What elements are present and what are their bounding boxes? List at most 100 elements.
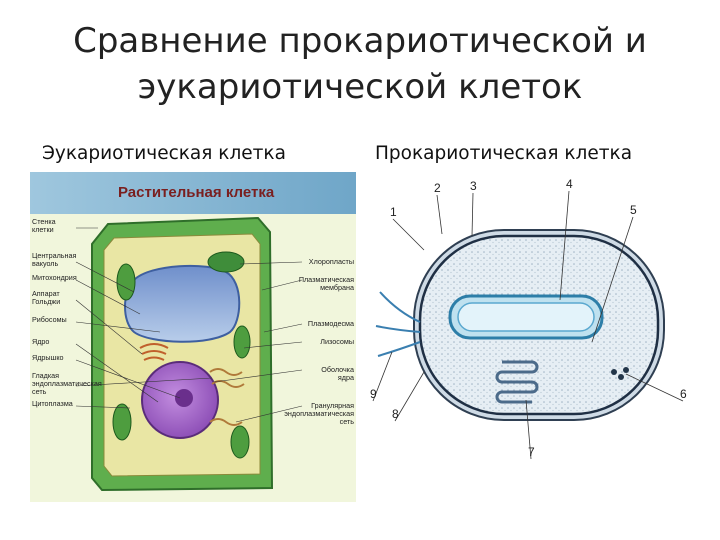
leader-line xyxy=(75,279,141,315)
chloroplast xyxy=(116,263,136,301)
callout-text: Лизосомы xyxy=(320,337,354,346)
callout-number: 9 xyxy=(370,387,377,401)
callout-label: Ядрышко xyxy=(32,353,181,399)
callout-text: Плазмодесма xyxy=(308,319,354,328)
number-label-group: 1 2 3 4 5 6 7 8 9 xyxy=(370,177,687,460)
ribosome xyxy=(623,367,629,373)
callout-text: Гранулярная xyxy=(311,401,354,410)
leader-line xyxy=(75,377,213,387)
slide-title-line-1: Сравнение прокариотической и xyxy=(73,21,647,61)
leader-line xyxy=(591,216,634,343)
mesosome xyxy=(495,360,539,404)
callout-text: Аппарат xyxy=(32,289,60,298)
number-callout: 7 xyxy=(525,399,535,460)
callout-text: Гладкая xyxy=(32,371,59,380)
golgi-apparatus xyxy=(139,343,169,361)
leader-line xyxy=(75,261,135,293)
callout-label: Плазмодесма xyxy=(263,319,354,333)
leader-line xyxy=(243,341,303,349)
banner-title: Растительная клетка xyxy=(118,184,275,201)
chloroplast xyxy=(230,425,250,459)
callout-number: 8 xyxy=(392,407,399,421)
number-callout: 5 xyxy=(591,203,637,343)
eukaryote-heading: Эукариотическая клетка xyxy=(42,143,286,164)
callout-text: мембрана xyxy=(320,283,354,292)
leader-line xyxy=(394,371,425,422)
callout-text: Ядро xyxy=(32,337,49,346)
bacterial-cell-illustration: 1 2 3 4 5 6 7 8 9 xyxy=(362,172,692,472)
leader-line xyxy=(75,405,131,409)
callout-number: 2 xyxy=(434,181,441,195)
callout-text: Цитоплазма xyxy=(32,399,73,408)
central-vacuole xyxy=(124,264,241,343)
slide-title: Сравнение прокариотической и эукариотиче… xyxy=(0,18,720,110)
leader-line xyxy=(75,299,143,355)
callout-text: Стенка xyxy=(32,217,56,226)
callout-number: 4 xyxy=(566,177,573,191)
leader-line xyxy=(263,323,303,333)
callout-number: 7 xyxy=(528,445,535,459)
callout-text: Хлоропласты xyxy=(309,257,354,266)
number-callout: 8 xyxy=(392,371,425,422)
leader-line xyxy=(75,321,161,333)
leader-line xyxy=(436,194,443,235)
leader-line xyxy=(559,190,570,301)
callout-text: вакуоль xyxy=(32,259,58,268)
callout-text: Гольджи xyxy=(32,297,60,306)
slide-title-line-2: эукариотической клеток xyxy=(137,67,583,107)
leader-line xyxy=(75,343,159,403)
callout-text: ядра xyxy=(338,373,354,382)
leader-line xyxy=(392,218,425,251)
plant-cell-svg: Растительная клетка СтенкаклеткиЦентраль… xyxy=(30,172,356,502)
callout-label: Рибосомы xyxy=(32,315,161,333)
callout-label: Хлоропласты xyxy=(239,257,354,266)
number-callout: 4 xyxy=(559,177,573,301)
chloroplast xyxy=(112,403,132,441)
nucleoid-inner xyxy=(457,302,595,332)
callout-text: сеть xyxy=(340,417,355,426)
callout-text: Центральная xyxy=(32,251,76,260)
leader-line xyxy=(525,399,532,460)
leader-line xyxy=(235,405,303,423)
callout-text: сеть xyxy=(32,387,47,396)
chloroplast xyxy=(233,325,251,359)
callout-label: Цитоплазма xyxy=(32,399,131,409)
prokaryote-heading: Прокариотическая клетка xyxy=(375,143,633,164)
ribosome xyxy=(618,374,624,380)
bacterial-cell-svg: 1 2 3 4 5 6 7 8 9 xyxy=(370,177,687,460)
leader-line xyxy=(213,369,303,383)
left-label-group: СтенкаклеткиЦентральнаявакуольМитохондри… xyxy=(32,217,213,409)
leader-line xyxy=(471,192,474,237)
ribosome xyxy=(611,369,617,375)
leader-line xyxy=(75,359,181,399)
number-callout: 6 xyxy=(625,373,687,402)
callout-text: эндоплазматическая xyxy=(32,379,102,388)
callout-label: Ядро xyxy=(32,337,159,403)
number-callout: 3 xyxy=(470,179,477,237)
callout-number: 1 xyxy=(390,205,397,219)
leader-line xyxy=(625,373,684,402)
callout-text: Митохондрия xyxy=(32,273,77,282)
callout-label: Митохондрия xyxy=(32,273,141,315)
leader-line xyxy=(261,279,303,291)
number-callout: 2 xyxy=(434,181,443,235)
callout-text: Плазматическая xyxy=(299,275,354,284)
pili xyxy=(375,291,421,357)
number-callout: 1 xyxy=(390,205,425,251)
callout-number: 5 xyxy=(630,203,637,217)
callout-text: Рибосомы xyxy=(32,315,67,324)
chloroplast xyxy=(207,251,245,273)
callout-number: 6 xyxy=(680,387,687,401)
callout-text: Оболочка xyxy=(321,365,354,374)
number-callout: 9 xyxy=(370,351,393,402)
nucleolus xyxy=(175,389,193,407)
callout-number: 3 xyxy=(470,179,477,193)
banner-bar xyxy=(30,172,356,214)
